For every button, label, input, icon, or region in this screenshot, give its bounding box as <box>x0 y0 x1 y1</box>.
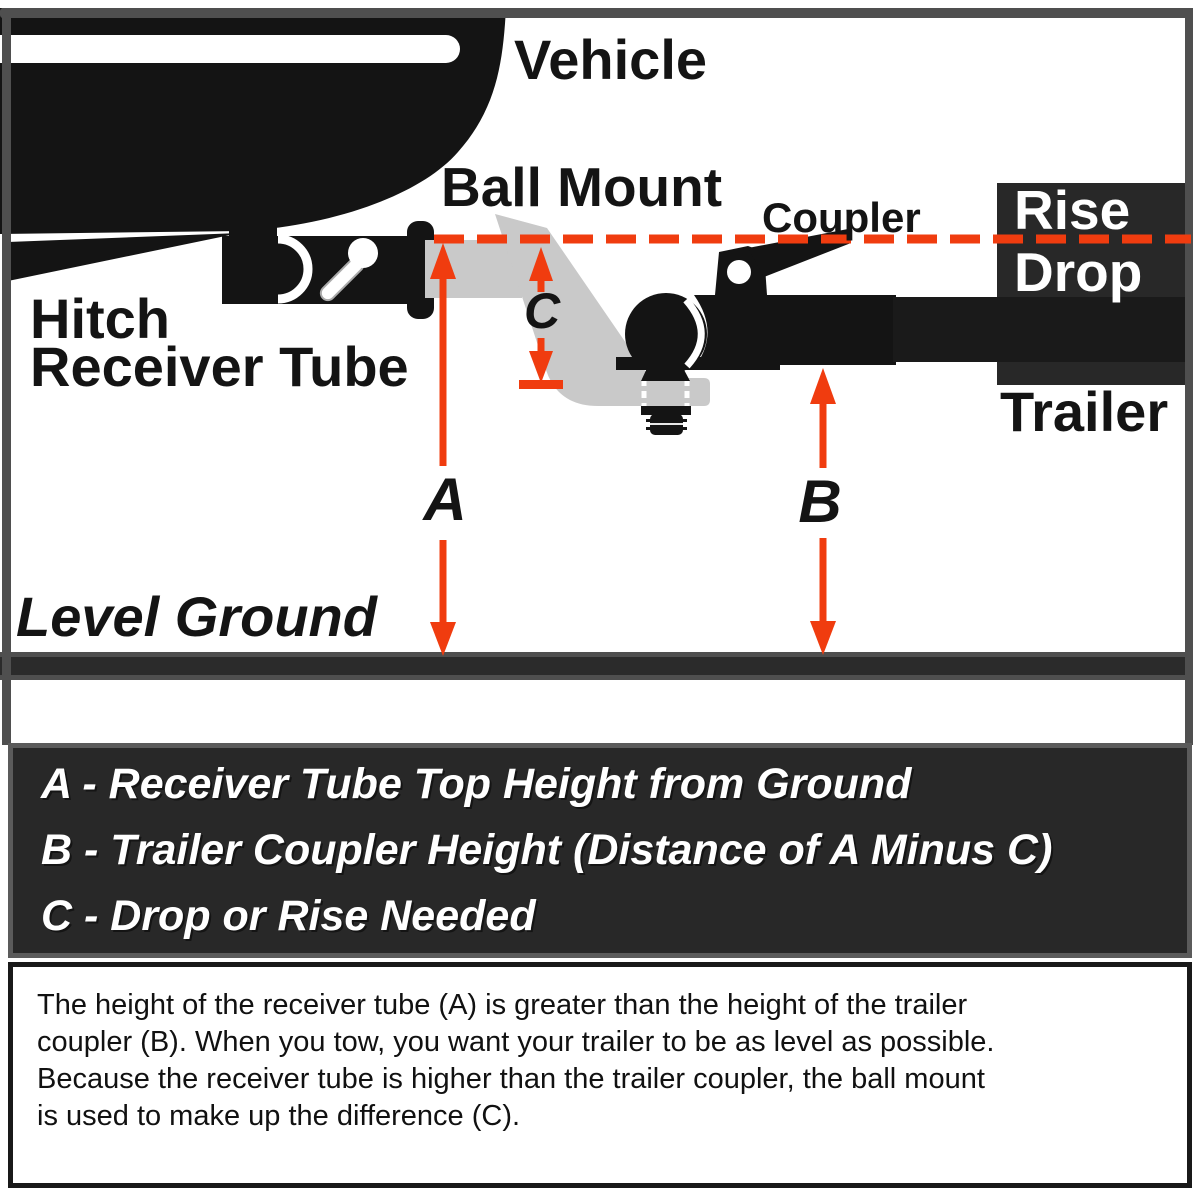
trailer-tongue <box>893 297 1193 362</box>
hitch-ball <box>616 293 780 435</box>
description-line: The height of the receiver tube (A) is g… <box>37 989 968 1021</box>
marker-a: A <box>423 466 467 533</box>
latch-hole <box>727 260 751 284</box>
trailer-coupler <box>694 229 1193 365</box>
description-panel: The height of the receiver tube (A) is g… <box>8 962 1192 1188</box>
legend-item-b: B - Trailer Coupler Height (Distance of … <box>41 826 1053 874</box>
ground-bar <box>0 652 1193 680</box>
hitch-receiver-label-line1: Hitch <box>30 287 170 350</box>
legend-item-c: C - Drop or Rise Needed <box>41 892 536 940</box>
marker-b: B <box>798 468 842 535</box>
description-line: is used to make up the difference (C). <box>37 1100 521 1132</box>
ball-stud-nut <box>641 406 691 435</box>
legend-panel: A - Receiver Tube Top Height from Ground… <box>8 743 1192 958</box>
description-line: Because the receiver tube is higher than… <box>37 1063 985 1095</box>
trailer-label: Trailer <box>1000 380 1169 443</box>
arrow-b <box>810 368 836 655</box>
arrow-c <box>519 247 563 389</box>
hitch-receiver-label-line2: Receiver Tube <box>30 335 409 398</box>
rise-label: Rise <box>1014 179 1131 241</box>
bumper-lip <box>8 233 240 281</box>
hitch-pin <box>319 238 378 302</box>
drop-label: Drop <box>1014 241 1143 303</box>
bumper-stripe <box>0 35 460 63</box>
ball-mount-label: Ball Mount <box>441 156 723 218</box>
safety-chain-loop <box>277 234 313 304</box>
level-ground-label: Level Ground <box>16 585 377 648</box>
coupler-label: Coupler <box>762 194 921 241</box>
description-line: coupler (B). When you tow, you want your… <box>37 1026 995 1058</box>
diagram-canvas <box>0 8 1193 745</box>
frame-border <box>0 8 1193 745</box>
vehicle-label: Vehicle <box>514 28 708 91</box>
marker-c: C <box>523 283 561 339</box>
arrow-a <box>430 243 456 656</box>
ball-socket-gap <box>683 297 705 369</box>
legend-item-a: A - Receiver Tube Top Height from Ground <box>41 760 912 808</box>
coupler-body <box>694 295 896 365</box>
